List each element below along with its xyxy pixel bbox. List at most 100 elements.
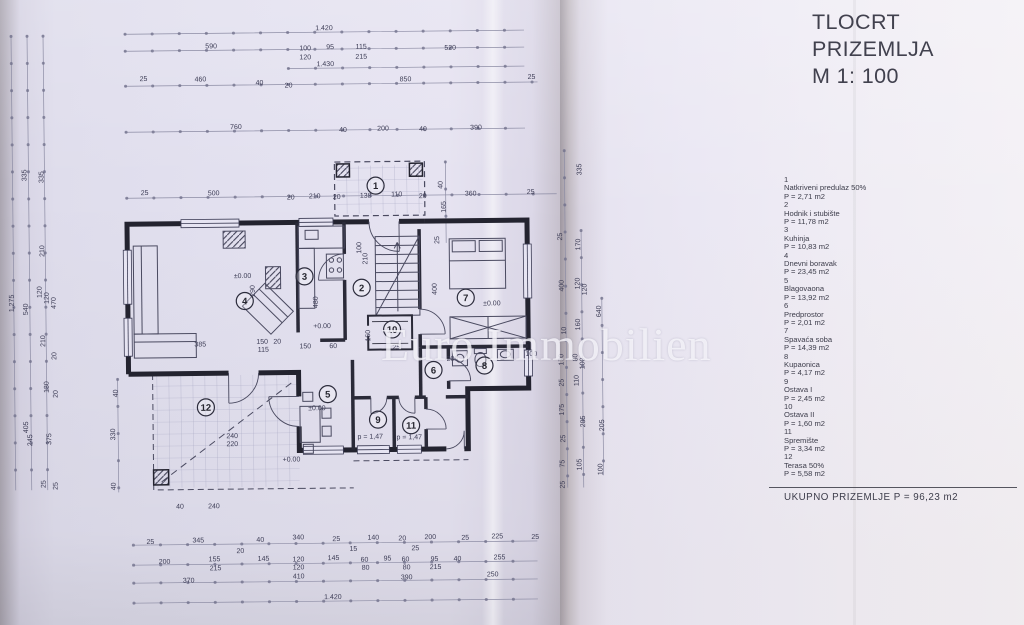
dim-label: 25: [531, 534, 539, 541]
dim-label: 115: [356, 44, 367, 51]
room-number-6: 6: [424, 360, 443, 380]
dim-label: 360: [465, 191, 477, 198]
leg-area: P = 3,34 m2: [784, 444, 826, 453]
terrace: [152, 373, 469, 491]
room-number-7: 7: [456, 288, 475, 307]
dim-label: 20: [273, 339, 281, 346]
leg-name: Spavaća soba: [784, 334, 833, 344]
dim-label: 10: [561, 327, 568, 335]
dim-label: 140: [367, 535, 379, 542]
blueprint-sheet-right: [560, 0, 1024, 625]
dim-label: 400: [432, 283, 439, 295]
leg-area: P = 13,92 m2: [784, 292, 830, 302]
room-number-5: 5: [318, 385, 337, 404]
dim-label: 345: [192, 537, 204, 544]
dim-label: 40: [454, 556, 462, 563]
dim-label: 150: [299, 343, 311, 350]
dim-label: 20: [333, 194, 341, 201]
dim-label: 20: [398, 535, 406, 542]
svg-text:11: 11: [406, 421, 417, 432]
dim-label: 405: [23, 421, 30, 433]
dim-label: 40: [256, 80, 264, 87]
leg-num: 2: [784, 200, 789, 210]
dim-label: 120: [299, 54, 311, 61]
room-number-11: 11: [402, 416, 421, 435]
leg-num: 10: [784, 401, 793, 411]
legend-divider: [769, 487, 1017, 488]
dim-label: 25: [140, 76, 148, 83]
dim-label: 170: [575, 239, 582, 251]
dim-label: 105: [576, 459, 583, 471]
dim-label: 25: [560, 435, 567, 443]
dim-label: 120: [575, 278, 582, 290]
dim-label: 25: [141, 190, 149, 197]
svg-text:12: 12: [201, 403, 212, 414]
interior-walls: [295, 221, 529, 450]
leg-num: 4: [784, 250, 789, 260]
leg-area: P = 4,17 m2: [784, 368, 826, 378]
dim-label: 460: [195, 76, 207, 83]
dim-label: 1.430: [317, 61, 335, 68]
dim-label: 1.420: [315, 25, 333, 32]
dim-label: 335: [38, 171, 45, 183]
leg-num: 11: [784, 427, 792, 437]
dim-label: 40: [111, 482, 118, 490]
dim-label: 80: [362, 565, 370, 572]
dim-label: 25: [434, 236, 441, 244]
dim-label: 100: [579, 357, 586, 369]
dim-label: 470: [51, 297, 58, 309]
dim-label: 40: [113, 389, 120, 397]
dim-label: 40: [438, 181, 445, 189]
room-number-4: 4: [235, 291, 254, 311]
dim-label: 205: [599, 419, 606, 431]
furniture: [132, 225, 527, 454]
leg-name: Spremište: [784, 435, 819, 445]
dim-label: 375: [46, 433, 53, 445]
room-number-10: 10: [383, 320, 402, 339]
dim-label: 210: [40, 335, 47, 347]
leg-area: P = 5,58 m2: [784, 469, 826, 479]
dim-label: 385: [194, 341, 206, 348]
dim-label: 120: [44, 292, 51, 304]
svg-text:10: 10: [387, 325, 398, 336]
dim-label: 210: [39, 245, 46, 257]
dim-label: 25: [560, 481, 567, 489]
drawing-title: TLOCRT PRIZEMLJA M 1: 100: [812, 9, 1024, 90]
dim-label: 138: [360, 193, 372, 200]
leg-area: P = 1,60 m2: [784, 418, 826, 428]
dim-label: 215: [430, 564, 442, 571]
dim-label: 120: [293, 564, 305, 571]
dim-label: 25: [411, 545, 419, 552]
dim-label: 760: [230, 124, 242, 131]
leg-name: Kupaonica: [784, 359, 820, 369]
dim-label: 160: [575, 319, 582, 331]
dim-label: 20: [51, 352, 58, 360]
dim-label: 25: [527, 189, 535, 196]
dim-label: 20: [419, 193, 427, 200]
leg-area: P = 11,78 m2: [784, 217, 829, 227]
leg-num: 8: [784, 351, 789, 361]
dim-label: p = 1,47: [396, 434, 422, 441]
dim-label: 100: [598, 463, 605, 475]
leg-num: 5: [784, 275, 789, 285]
dim-label: 850: [400, 76, 412, 83]
dim-label: 520: [444, 45, 456, 52]
dim-label: 150: [256, 339, 268, 346]
dim-label: 250: [487, 571, 499, 578]
scale-line: M 1: 100: [812, 64, 899, 88]
dim-label: 210: [362, 253, 369, 265]
dim-label: 75: [559, 460, 566, 468]
svg-text:4: 4: [242, 296, 248, 307]
leg-area: P = 2,45 m2: [784, 393, 826, 403]
dim-label: 25: [332, 536, 340, 543]
dim-label: 40: [256, 537, 264, 544]
dim-label: 215: [210, 565, 222, 572]
dim-label: p = 1,47: [357, 434, 383, 441]
dim-label: 80: [572, 354, 579, 362]
